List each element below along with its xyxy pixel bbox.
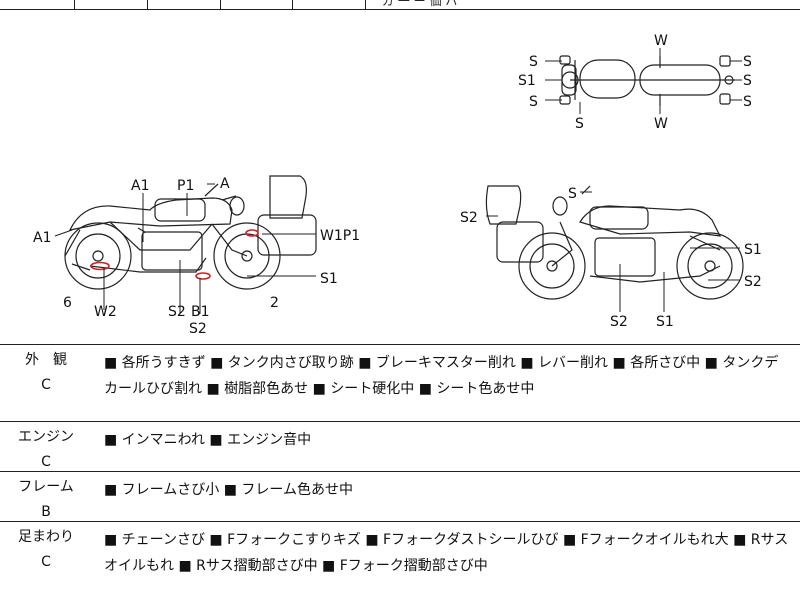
- right-view-labels: S S2 S1 S2 S2 S1: [460, 186, 762, 330]
- label-left-6: 6: [63, 295, 72, 311]
- label-left-w2: W2: [94, 304, 117, 320]
- header-strip: ガ 一 ー 価 ハ: [0, 0, 800, 10]
- label-top-right-1: S: [743, 54, 752, 70]
- condition-description: ■ 各所うすきず ■ タンク内さび取り跡 ■ ブレーキマスター削れ ■ レバー削…: [104, 355, 779, 397]
- condition-row-frame: フレーム B ■ フレームさび小 ■ フレーム色あせ中: [0, 472, 800, 522]
- category-grade: C: [41, 377, 51, 393]
- top-view-labels: S S1 S S S S W S W: [518, 33, 752, 132]
- label-top-left-1: S: [529, 54, 538, 70]
- category-grade: C: [41, 454, 51, 470]
- condition-description: ■ チェーンさび ■ Fフォークこすりキズ ■ Fフォークダストシールひび ■ …: [104, 532, 789, 574]
- label-right-s1-rear: S1: [744, 242, 762, 258]
- left-view-labels: A1 P1 A A1 W1P1 S1 6 W2 S2 B1 2 S2: [33, 176, 360, 337]
- damage-diagram: S S1 S S S S W S W: [0, 10, 800, 345]
- label-left-2: 2: [270, 295, 279, 311]
- condition-category: エンジン C: [0, 422, 92, 473]
- label-right-s-top: S: [568, 186, 577, 202]
- right-view-motorcycle: [485, 185, 744, 300]
- header-cell: [292, 0, 366, 9]
- label-left-b1: B1: [191, 304, 210, 320]
- label-left-s2: S2: [168, 304, 186, 320]
- header-cell: [74, 0, 148, 9]
- label-left-w1p1: W1P1: [320, 228, 360, 244]
- label-right-s2-bottom: S2: [610, 314, 628, 330]
- label-top-w-bottom: W: [654, 116, 668, 132]
- label-right-s2-rear: S2: [744, 274, 762, 290]
- condition-category: フレーム B: [0, 472, 92, 523]
- label-top-left-3: S: [529, 94, 538, 110]
- category-name: 足まわり: [18, 529, 74, 545]
- motorcycle-diagram-svg: S S1 S S S S W S W: [33, 33, 762, 337]
- label-left-s1: S1: [320, 271, 338, 287]
- condition-category: 外 観 C: [0, 345, 92, 396]
- label-left-p1: P1: [177, 178, 194, 194]
- right-view-leaders: [486, 191, 740, 312]
- left-view-leaders: [54, 183, 316, 314]
- label-right-s1-bottom: S1: [656, 314, 674, 330]
- label-top-left-2: S1: [518, 73, 536, 89]
- category-name: エンジン: [18, 429, 74, 445]
- header-text-fragment: ガ 一 ー 価 ハ: [382, 0, 458, 8]
- label-left-s2-bottom: S2: [189, 321, 207, 337]
- label-top-right-3: S: [743, 94, 752, 110]
- header-cell: [220, 0, 293, 9]
- header-cell: [0, 0, 75, 9]
- condition-category: 足まわり C: [0, 522, 92, 573]
- condition-row-exterior: 外 観 C ■ 各所うすきず ■ タンク内さび取り跡 ■ ブレーキマスター削れ …: [0, 345, 800, 422]
- label-right-s2-side: S2: [460, 210, 478, 226]
- label-left-a1-side: A1: [33, 230, 51, 246]
- category-name: 外 観: [25, 352, 67, 368]
- label-left-a: A: [220, 176, 230, 192]
- label-left-a1-top: A1: [131, 178, 149, 194]
- top-view-leaders: [545, 48, 742, 114]
- condition-row-engine: エンジン C ■ インマニわれ ■ エンジン音中: [0, 422, 800, 472]
- label-top-right-2: S: [743, 73, 752, 89]
- condition-description: ■ インマニわれ ■ エンジン音中: [104, 432, 312, 448]
- label-top-s-bottom: S: [575, 116, 584, 132]
- category-grade: C: [41, 554, 51, 570]
- condition-description: ■ フレームさび小 ■ フレーム色あせ中: [104, 482, 353, 498]
- condition-row-suspension: 足まわり C ■ チェーンさび ■ Fフォークこすりキズ ■ Fフォークダストシ…: [0, 522, 800, 600]
- category-grade: B: [41, 504, 51, 520]
- left-view-motorcycle: [64, 175, 317, 290]
- header-cell: [147, 0, 221, 9]
- label-top-w: W: [654, 33, 668, 49]
- category-name: フレーム: [18, 479, 74, 495]
- left-view-damage-marks: [90, 229, 259, 280]
- top-view-motorcycle: [559, 55, 735, 106]
